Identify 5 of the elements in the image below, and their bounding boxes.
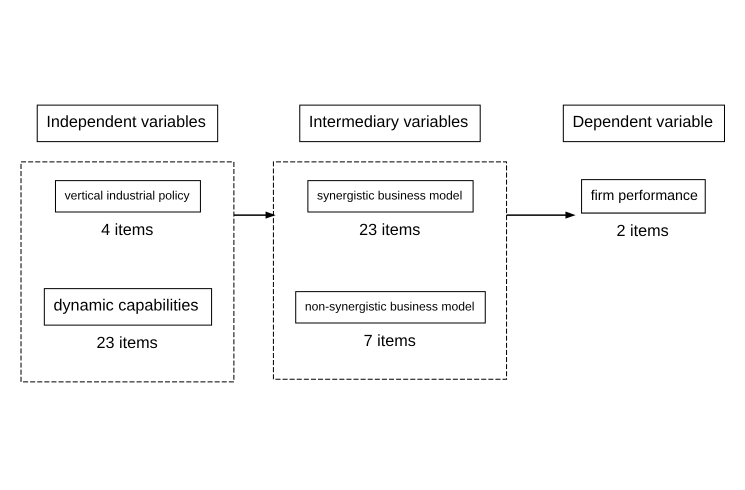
node-label: 4 items [101, 220, 154, 239]
node-label: 2 items [616, 222, 669, 240]
node-label: 23 items [96, 334, 158, 352]
node-label: 7 items [364, 332, 416, 350]
node-label: 23 items [359, 220, 420, 239]
